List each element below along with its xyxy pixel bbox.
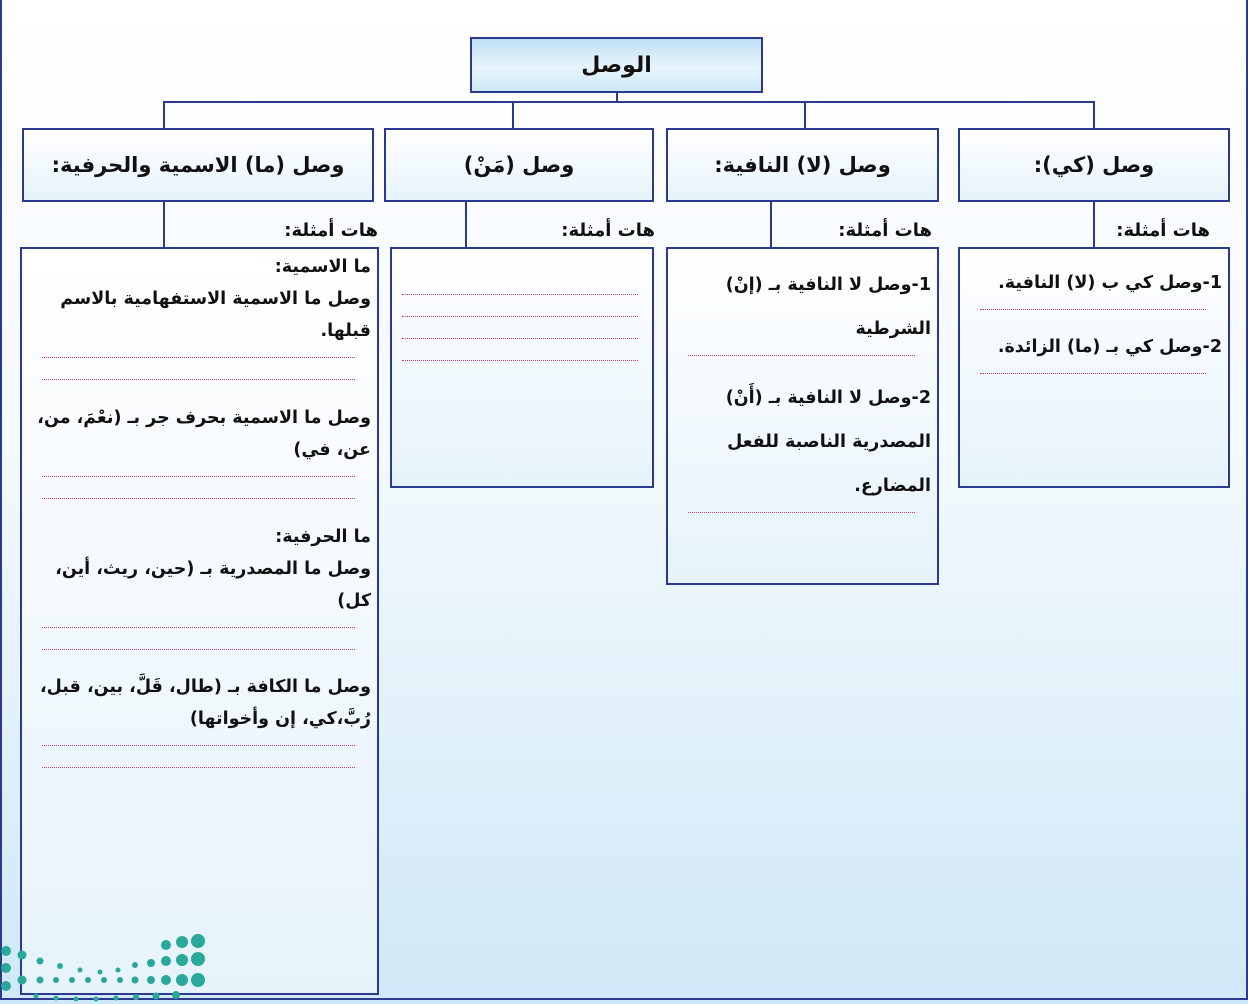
connector-col2 (804, 101, 806, 128)
answer-line[interactable] (402, 316, 638, 317)
answer-line[interactable] (688, 512, 915, 513)
body-kay: 1-وصل كي ب (لا) النافية. 2-وصل كي بـ (ما… (958, 247, 1230, 488)
list-item: 2-وصل لا النافية بـ (أَنْ) المصدرية النا… (725, 388, 931, 496)
body-ma: ما الاسمية: وصل ما الاسمية الاستفهامية ب… (20, 247, 379, 995)
examples-label-col1: هات أمثلة: (1116, 220, 1210, 241)
heading-la-nafiya: وصل (لا) النافية: (666, 128, 939, 202)
answer-line[interactable] (42, 767, 355, 768)
answer-line[interactable] (42, 498, 355, 499)
list-item: وصل ما الكافة بـ (طال، قَلَّ، بين، قبل، … (40, 677, 371, 729)
answer-line[interactable] (402, 294, 638, 295)
answer-line[interactable] (688, 355, 915, 356)
list-item: 1-وصل كي ب (لا) النافية. (998, 273, 1222, 293)
list-item: وصل ما الاسمية الاستفهامية بالاسم قبلها. (60, 289, 371, 341)
connector-col3 (512, 101, 514, 128)
answer-line[interactable] (42, 476, 355, 477)
answer-line[interactable] (980, 373, 1206, 374)
answer-line[interactable] (42, 627, 355, 628)
answer-line[interactable] (42, 649, 355, 650)
answer-line[interactable] (42, 357, 355, 358)
examples-label-col3: هات أمثلة: (561, 220, 655, 241)
heading-kay: وصل (كي): (958, 128, 1230, 202)
heading-ma: وصل (ما) الاسمية والحرفية: (22, 128, 374, 202)
answer-line[interactable] (402, 338, 638, 339)
examples-label-col4: هات أمثلة: (284, 220, 378, 241)
answer-line[interactable] (980, 309, 1206, 310)
connector-col3-body (465, 201, 467, 247)
connector-col1-body (1093, 201, 1095, 247)
connector-title-down (616, 93, 618, 102)
answer-line[interactable] (402, 360, 638, 361)
connector-col4-body (163, 201, 165, 247)
subtitle-ma-harfiya: ما الحرفية: (275, 527, 371, 547)
list-item: 1-وصل لا النافية بـ (إنْ) الشرطية (725, 275, 931, 339)
connector-col4 (163, 101, 165, 128)
list-item: وصل ما المصدرية بـ (حين، ريث، أين، كل) (55, 559, 371, 611)
answer-line[interactable] (42, 745, 355, 746)
answer-line[interactable] (42, 379, 355, 380)
list-item: وصل ما الاسمية بحرف جر بـ (نعْمَ، من، عن… (37, 408, 371, 460)
connector-col1 (1093, 101, 1095, 128)
examples-label-col2: هات أمثلة: (838, 220, 932, 241)
body-la-nafiya: 1-وصل لا النافية بـ (إنْ) الشرطية 2-وصل … (666, 247, 939, 585)
body-man (390, 247, 654, 488)
connector-col2-body (770, 201, 772, 247)
heading-man: وصل (مَنْ) (384, 128, 654, 202)
list-item: 2-وصل كي بـ (ما) الزائدة. (997, 337, 1222, 357)
subtitle-ma-ismiya: ما الاسمية: (274, 257, 371, 277)
diagram-title: الوصل (470, 37, 763, 93)
connector-horizontal (163, 101, 1095, 103)
ministry-of-education-dots-logo-icon (1, 934, 205, 1002)
